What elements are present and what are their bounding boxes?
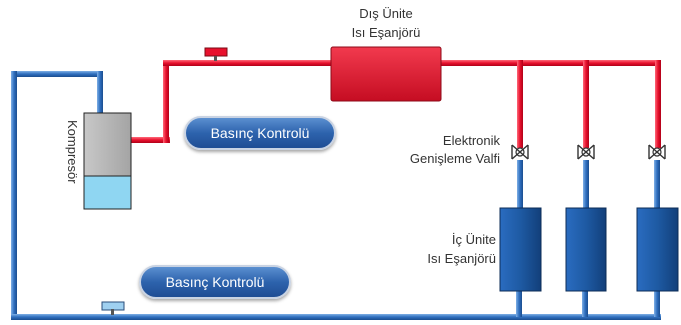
hot-pipe-drop-3 <box>655 60 661 148</box>
cold-pipe-indoor-1-lower <box>516 285 522 317</box>
compressor-liquid <box>83 175 132 210</box>
hot-pipe-top-left <box>163 60 333 66</box>
hot-pipe-riser <box>163 60 169 143</box>
outdoor-unit-heat-exchanger <box>330 46 442 102</box>
indoor-unit-1 <box>499 207 542 292</box>
hot-pipe-compressor-outlet <box>130 137 170 143</box>
cold-pipe-indoor-3-lower <box>654 285 660 317</box>
hot-pipe-drop-2 <box>583 60 589 148</box>
cold-pipe-bottom <box>11 314 661 320</box>
expansion-valve-label-line1: Elektronik <box>442 133 500 148</box>
pressure-control-bottom-button[interactable]: Basınç Kontrolü <box>139 265 291 299</box>
cold-pipe-indoor-3-upper <box>654 160 660 210</box>
cold-pipe-indoor-2-upper <box>583 160 589 210</box>
cold-pipe-indoor-2-lower <box>582 285 588 317</box>
hot-line-network <box>130 60 661 148</box>
cold-pipe-compressor-inlet <box>97 71 103 116</box>
hot-pipe-top-right <box>440 60 661 66</box>
indoor-unit-label: İç Ünite Isı Eşanjörü <box>360 232 496 267</box>
indoor-unit-3 <box>636 207 679 292</box>
expansion-valve-3 <box>648 144 666 160</box>
compressor <box>83 112 132 210</box>
compressor-body <box>83 112 132 177</box>
outdoor-unit-label-line1: Dış Ünite <box>359 6 413 21</box>
cold-line-network <box>11 71 661 320</box>
indoor-unit-label-line1: İç Ünite <box>451 232 496 247</box>
pressure-control-top-button[interactable]: Basınç Kontrolü <box>184 116 336 150</box>
indoor-unit-label-line2: Isı Eşanjörü <box>427 251 496 266</box>
compressor-label: Kompresör <box>65 120 80 184</box>
outdoor-unit-label: Dış Ünite Isı Eşanjörü <box>318 6 454 41</box>
expansion-valve-2 <box>577 144 595 160</box>
expansion-valve-1 <box>511 144 529 160</box>
pressure-sensor-hot-line <box>204 47 228 61</box>
expansion-valve-label-line2: Genişleme Valfi <box>409 151 500 166</box>
cold-pipe-indoor-1-upper <box>517 160 523 210</box>
pressure-sensor-cold-line <box>101 301 125 315</box>
indoor-unit-2 <box>565 207 607 292</box>
hot-pipe-drop-1 <box>517 60 523 148</box>
outdoor-unit-label-line2: Isı Eşanjörü <box>351 25 421 40</box>
cold-pipe-left-vertical <box>11 71 17 320</box>
expansion-valve-label: Elektronik Genişleme Valfi <box>330 133 500 167</box>
cold-pipe-top-left <box>11 71 103 77</box>
